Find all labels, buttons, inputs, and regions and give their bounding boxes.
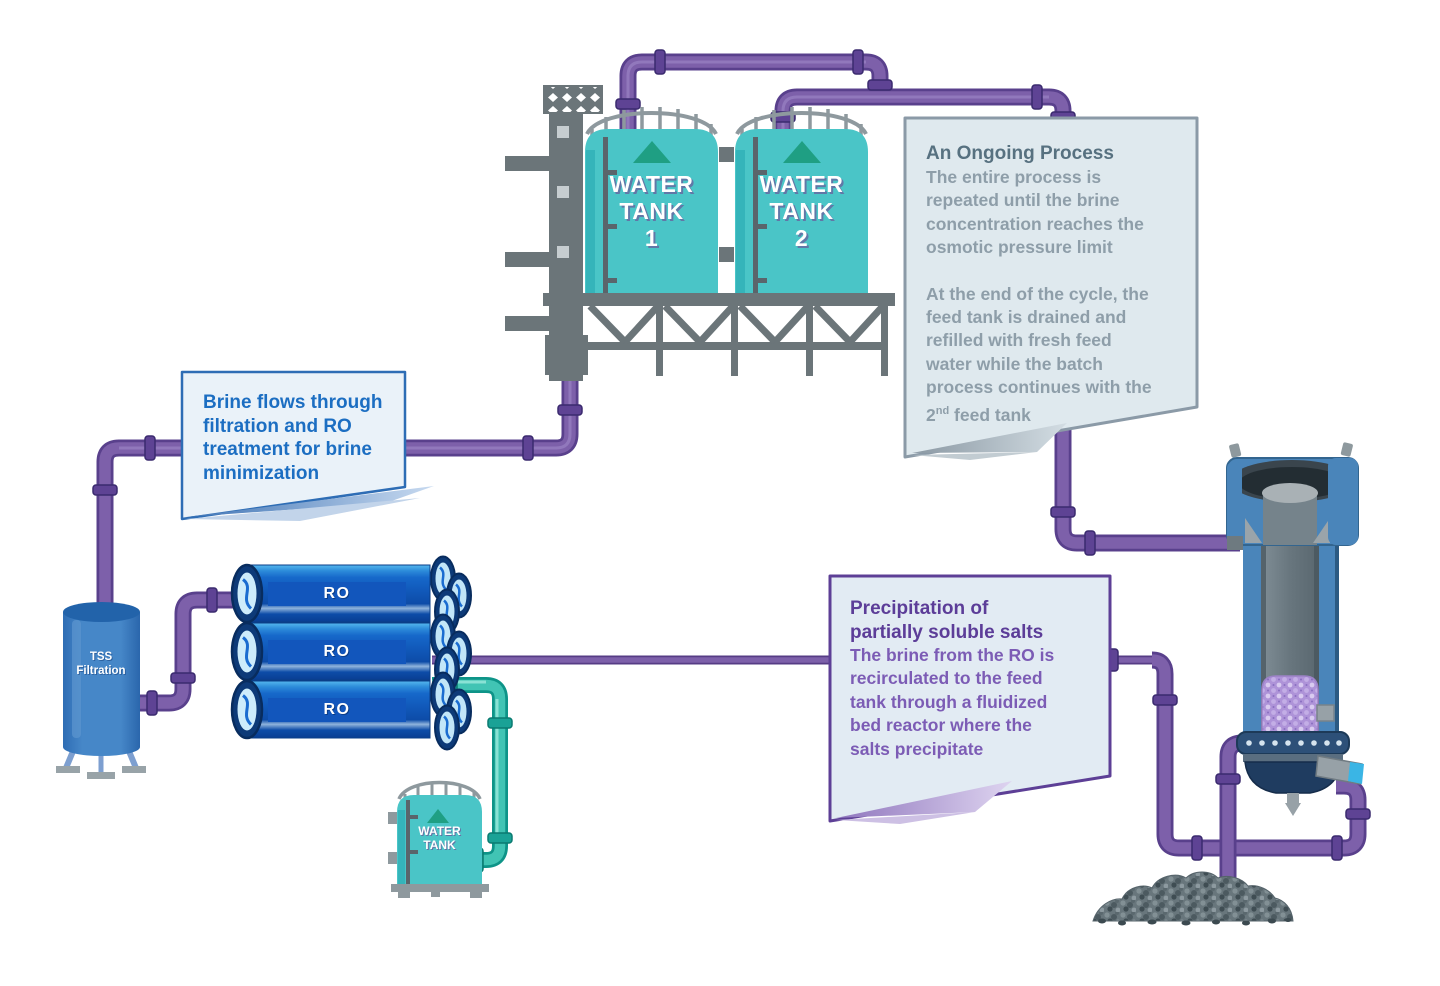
tank-vent-icon [633, 141, 671, 163]
fluidized-bed [1261, 675, 1319, 743]
tank-vent-icon [427, 809, 449, 823]
tank-tie-blocks [719, 147, 734, 262]
purple-pipe-network [96, 53, 1367, 895]
support-mast [505, 85, 603, 381]
small-water-tank [388, 780, 489, 898]
fluidized-bed-reactor [1226, 442, 1364, 816]
platform-truss [543, 293, 895, 376]
callout-brine-box [180, 370, 434, 521]
precipitated-salt-pile [1092, 871, 1294, 926]
tank-vent-icon [783, 141, 821, 163]
callout-ongoing-box [903, 116, 1199, 460]
ro-vessel-stack [230, 555, 473, 751]
water-tank-2 [735, 107, 868, 297]
water-tank-1 [585, 107, 718, 297]
callout-precipitation-box [828, 574, 1112, 824]
tss-filtration-tank [56, 602, 146, 779]
